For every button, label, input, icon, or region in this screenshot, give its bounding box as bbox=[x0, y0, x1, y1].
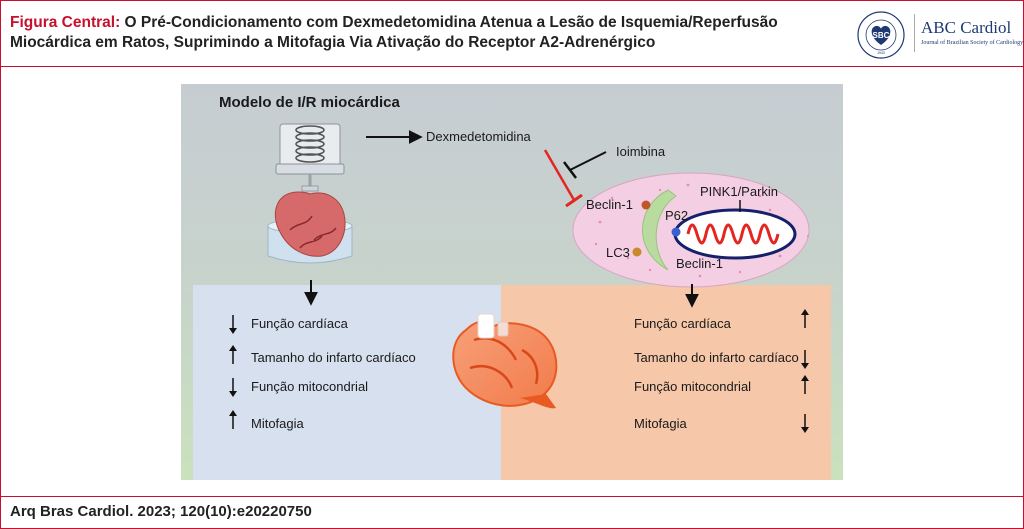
right-row-mitophagy: Mitofagia bbox=[634, 414, 809, 433]
beclin-bottom-label: Beclin-1 bbox=[676, 256, 723, 271]
seal-text: SBC bbox=[873, 31, 890, 40]
beclin-top-label: Beclin-1 bbox=[586, 197, 633, 212]
coil-icon bbox=[295, 125, 325, 163]
p62-label: P62 bbox=[665, 208, 688, 223]
journal-subtitle: Journal of Brazilian Society of Cardiolo… bbox=[921, 40, 1024, 46]
langendorff-apparatus bbox=[267, 123, 353, 264]
lc3-dot bbox=[632, 247, 642, 257]
right-panel bbox=[501, 285, 831, 480]
logo-divider bbox=[914, 14, 915, 52]
seal-year: 1943 bbox=[877, 51, 885, 55]
header-divider bbox=[0, 66, 1024, 67]
rat-heart-icon bbox=[274, 191, 346, 257]
right-row-mito-function: Função mitocondrial bbox=[634, 375, 809, 394]
right-panel-rows: Função cardíaca Tamanho do infarto cardí… bbox=[634, 309, 809, 433]
model-title: Modelo de I/R miocárdica bbox=[219, 94, 401, 111]
journal-name: ABC Cardiol bbox=[921, 18, 1012, 37]
ioimbina-t-bar bbox=[563, 161, 577, 179]
right-row-label: Mitofagia bbox=[634, 416, 688, 431]
title-text: O Pré-Condicionamento com Dexmedetomidin… bbox=[10, 14, 778, 51]
mitochondrion-cristae bbox=[686, 223, 780, 245]
header: Figura Central: O Pré-Condicionamento co… bbox=[0, 0, 1024, 66]
left-row-cardiac-function: Função cardíaca bbox=[229, 315, 349, 334]
heart-illustration bbox=[452, 313, 558, 409]
right-row-label: Função mitocondrial bbox=[634, 379, 751, 394]
autophagosome-crescent bbox=[642, 189, 677, 271]
right-row-label: Função cardíaca bbox=[634, 316, 732, 331]
left-row-mito-function: Função mitocondrial bbox=[229, 378, 368, 397]
right-row-infarct-size: Tamanho do infarto cardíaco bbox=[634, 350, 809, 369]
citation: Arq Bras Cardiol. 2023; 120(10):e2022075… bbox=[10, 503, 312, 520]
drug-label: Dexmedetomidina bbox=[426, 129, 532, 144]
right-row-label: Tamanho do infarto cardíaco bbox=[634, 350, 799, 365]
left-row-label: Tamanho do infarto cardíaco bbox=[251, 350, 416, 365]
left-row-label: Função cardíaca bbox=[251, 316, 349, 331]
inhibitor-label: Ioimbina bbox=[616, 144, 666, 159]
left-row-infarct-size: Tamanho do infarto cardíaco bbox=[229, 345, 416, 365]
left-panel-rows: Função cardíaca Tamanho do infarto cardí… bbox=[229, 315, 416, 431]
pink1-label: PINK1/Parkin bbox=[700, 184, 778, 199]
page-title: Figura Central: O Pré-Condicionamento co… bbox=[10, 13, 850, 53]
footer-divider bbox=[0, 496, 1024, 497]
left-row-mitophagy: Mitofagia bbox=[229, 410, 305, 431]
lc3-label: LC3 bbox=[606, 245, 630, 260]
left-row-label: Mitofagia bbox=[251, 416, 305, 431]
red-inhibition-bar bbox=[565, 193, 583, 208]
title-lead: Figura Central: bbox=[10, 14, 121, 31]
right-row-cardiac-function: Função cardíaca bbox=[634, 309, 809, 331]
left-row-label: Função mitocondrial bbox=[251, 379, 368, 394]
sbc-seal-logo: SBC 1943 bbox=[857, 11, 905, 59]
red-inhibition-line bbox=[543, 149, 576, 201]
p62-dot bbox=[671, 227, 681, 237]
beclin-dot bbox=[641, 200, 651, 210]
left-panel bbox=[193, 285, 501, 480]
ioimbina-inhibition-line bbox=[569, 151, 607, 171]
